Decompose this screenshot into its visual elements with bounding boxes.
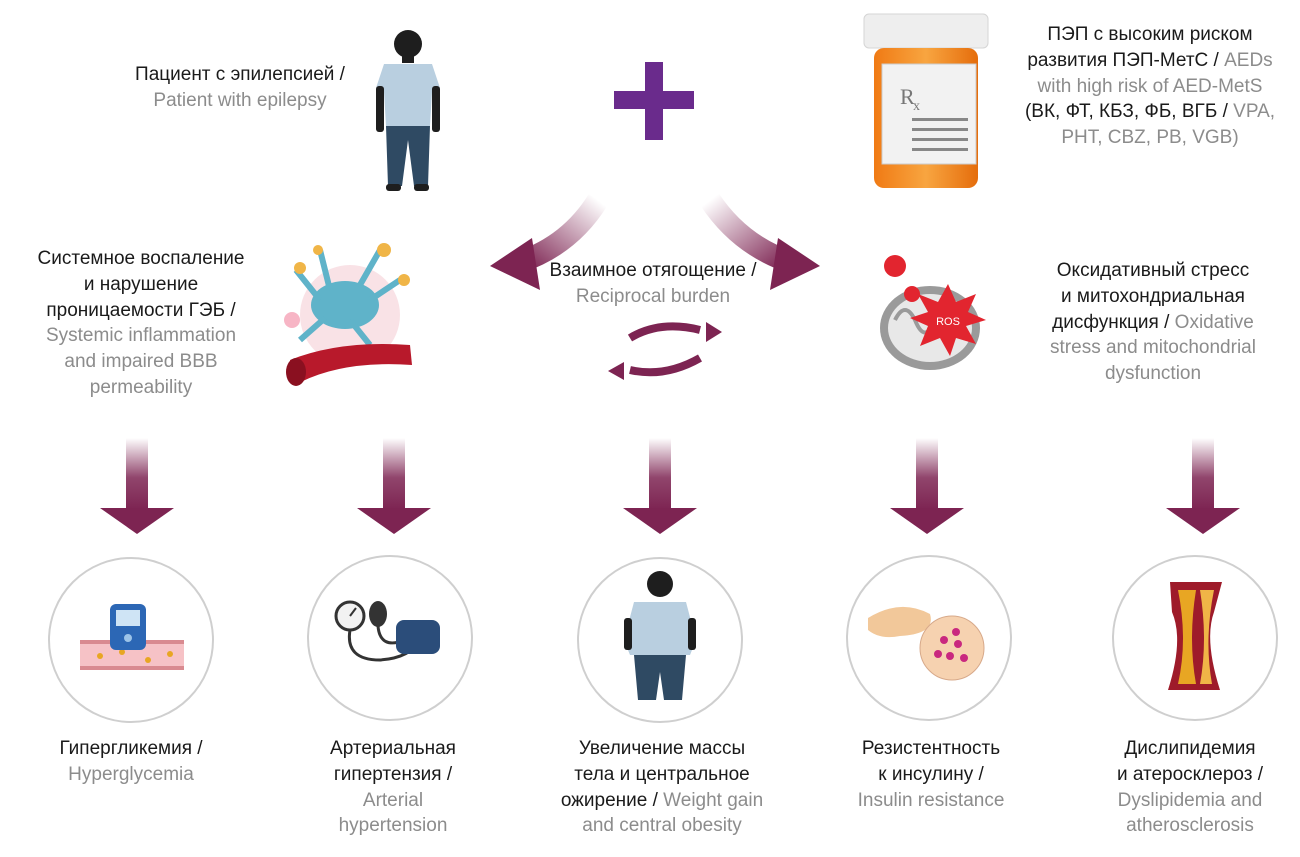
aeds-label: ПЭП с высоким риском развития ПЭП-МетС /… [1024,24,1276,149]
obesity-label: Увеличение массы тела и центральное ожир… [560,738,764,837]
person-icon [376,30,440,191]
arrow-to-oxidative [700,193,820,290]
reciprocal-label: Взаимное отягощение / Reciprocal burden [549,260,757,307]
patient-label: Пациент с эпилепсией / Patient with epil… [135,64,345,111]
svg-text:x: x [913,99,920,114]
mitochondrion-icon: ROS [880,255,986,370]
hypertension-label: Артериальная гипертензия / Arterial hype… [330,738,456,837]
glucometer-icon [80,604,184,670]
blood-pressure-cuff-icon [334,600,440,662]
oxidative-label: Оксидативный стресс и митохондриальная д… [1050,260,1256,385]
plus-icon [614,62,694,140]
arrow-to-inflammation [490,194,608,290]
inflammation-label: Системное воспаление и нарушение проница… [37,248,245,399]
ros-label: ROS [936,316,960,328]
obese-person-icon [624,571,696,700]
neuron-vessel-icon [284,243,412,386]
cycle-arrows-icon [608,322,722,380]
rx-symbol: R [900,84,915,109]
hyperglycemia-label: Гипергликемия / Hyperglycemia [59,738,203,785]
down-arrows [100,438,1240,534]
dyslipidemia-label: Дислипидемия и атеросклероз / Dyslipidem… [1116,738,1264,837]
pill-bottle-icon: R x [863,13,989,188]
pancreas-icon [868,606,985,681]
artery-plaque-icon [1168,582,1222,690]
insulin-resistance-label: Резистентность к инсулину / Insulin resi… [857,738,1005,811]
outcome-circles [48,555,1278,723]
